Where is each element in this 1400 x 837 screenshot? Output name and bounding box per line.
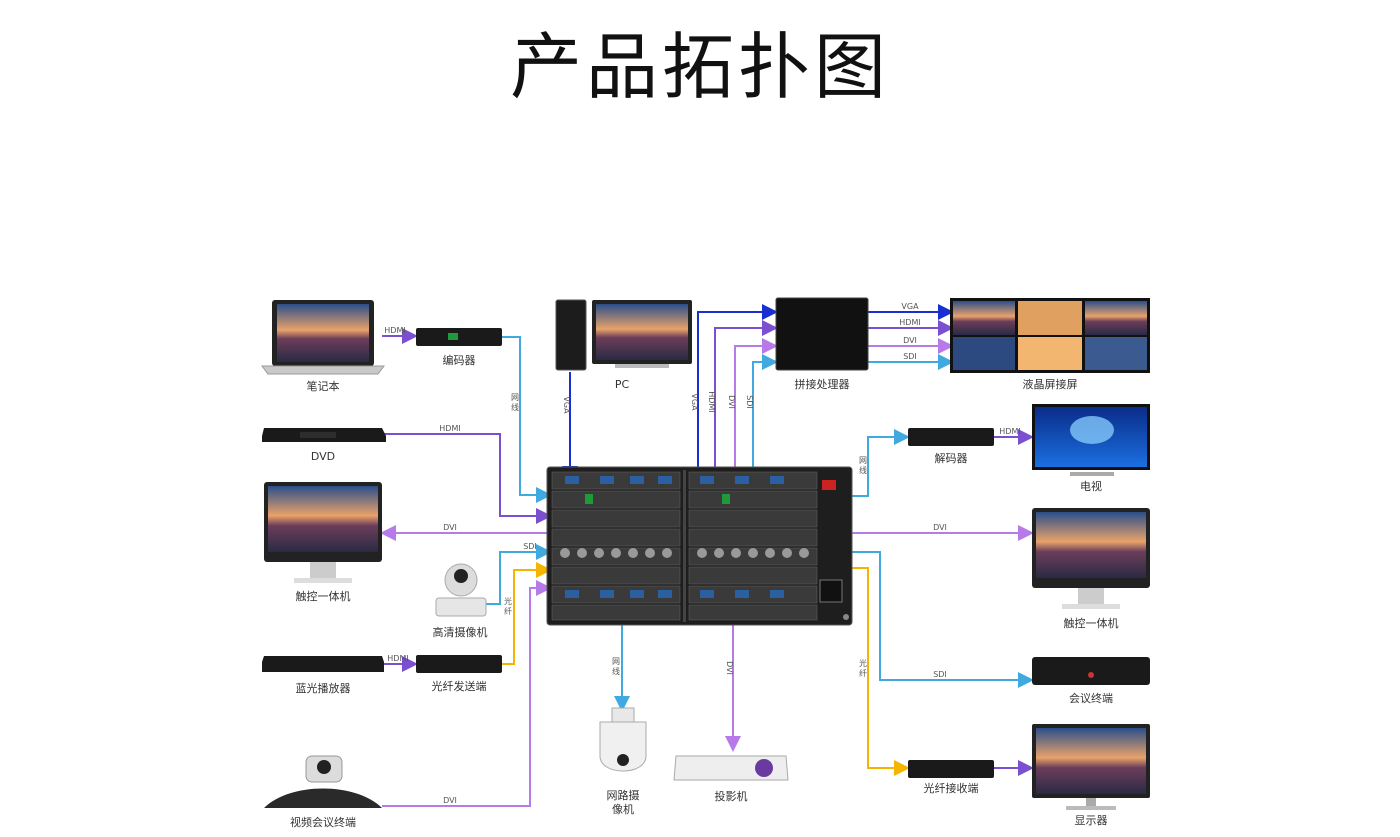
sig-vga-splicer: VGA [690,393,699,411]
bluray-player-icon [262,656,384,672]
link-matrix-splicer-hdmi [714,320,778,480]
label-laptop: 笔记本 [307,379,340,393]
pc-icon [555,299,692,371]
label-conf-terminal: 会议终端 [1069,691,1113,705]
sig-vga-wall: VGA [901,302,919,311]
label-pc: PC [615,378,630,391]
projector-icon [673,755,789,781]
sig-hdmi-1: HDMI [384,326,405,335]
sig-hdmi-bluray: HDMI [387,654,408,663]
device-labels: 笔记本 编码器 PC 拼接处理器 液晶屏接屏 DVD 解码器 电视 触控一体机 … [290,353,1119,829]
sig-net-ipcam: 网线 [612,657,620,676]
label-fiber-tx: 光纤发送端 [432,679,487,693]
label-encoder: 编码器 [443,353,476,367]
sig-dvi-projector: DVI [725,661,734,675]
label-dvd: DVD [311,450,335,463]
page-title: 产品拓扑图 [509,25,890,109]
label-fiber-rx: 光纤接收端 [924,781,979,795]
fiber-transmitter-icon [416,655,502,673]
label-decoder: 解码器 [935,451,968,465]
sig-hdmi-splicer: HDMI [707,391,716,412]
link-matrix-decoder [850,429,910,497]
monitor-icon [1032,724,1150,810]
label-bluray: 蓝光播放器 [296,681,351,695]
link-camera-matrix [486,544,552,605]
sig-sdi-left: SDI [523,542,537,551]
tv-icon [1032,404,1150,476]
encoder-icon [416,328,502,346]
fiber-receiver-icon [908,760,994,778]
video-conference-icon [264,755,382,808]
matrix-switcher [546,466,853,626]
link-matrix-splicer-vga [697,304,778,480]
label-lcd-wall: 液晶屏接屏 [1023,377,1078,391]
dvd-icon [262,428,386,442]
sig-sdi-splicer: SDI [745,395,754,409]
sig-dvi-splicer: DVI [727,395,736,409]
splicer-icon [775,297,869,371]
label-splicer: 拼接处理器 [795,377,850,391]
sig-net-decoder: 网线 [859,456,867,475]
sig-dvi-left: DVI [443,523,457,532]
label-touch-left: 触控一体机 [296,589,351,603]
label-projector: 投影机 [715,789,748,803]
sig-dvi-wall: DVI [903,336,917,345]
sig-vga-pc: VGA [562,396,571,414]
link-videoconf-matrix [382,580,552,807]
signal-labels: HDMI 网线 VGA HDMI DVI SDI 光纤 HDMI DVI 网线 … [384,302,1020,805]
lcd-wall-icon [950,298,1150,373]
decoder-icon [908,428,994,446]
sig-hdmi-wall: HDMI [899,318,920,327]
sig-fiber-right: 光纤 [859,658,867,678]
touch-screen-left-icon [264,482,382,583]
link-encoder-matrix [502,336,552,503]
label-monitor: 显示器 [1075,814,1108,827]
sig-net-1: 网线 [511,393,519,412]
label-tv: 电视 [1080,479,1102,493]
sig-sdi-conf: SDI [933,670,947,679]
sig-dvi-videoconf: DVI [443,796,457,805]
label-ip-camera: 网路摄像机 [607,788,640,816]
sig-fiber-left: 光纤 [504,596,512,616]
label-touch-right: 触控一体机 [1064,616,1119,630]
conference-terminal-icon [1032,657,1150,685]
sig-sdi-wall: SDI [903,352,917,361]
sig-hdmi-tv: HDMI [999,427,1020,436]
link-fibertx-matrix [502,562,552,665]
laptop-icon [261,300,385,375]
link-dvd-matrix [382,433,552,524]
label-hd-camera: 高清摄像机 [433,625,488,639]
ip-camera-icon [599,707,647,772]
touch-screen-right-icon [1032,508,1150,609]
sig-hdmi-dvd: HDMI [439,424,460,433]
hd-camera-icon [435,563,487,617]
link-matrix-splicer-dvi [734,338,778,520]
sig-dvi-right: DVI [933,523,947,532]
label-video-conf: 视频会议终端 [290,815,356,829]
